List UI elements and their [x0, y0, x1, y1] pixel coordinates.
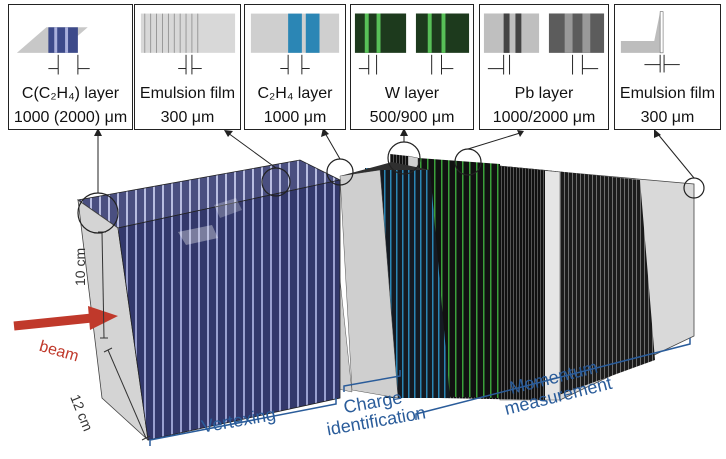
leader-arrowheads [94, 128, 661, 138]
callout-thickness: 300 μm [640, 109, 695, 126]
c2h4-layer-stack [339, 162, 450, 399]
callout-c2h4-layer: C₂H₄ layer 1000 μm [244, 4, 346, 130]
leader-lines [97, 132, 695, 193]
callout-material: W layer [384, 85, 440, 102]
callout-material: Emulsion film [619, 85, 716, 102]
height-dimension-label: 10 cm [72, 247, 88, 286]
callout-material: C₂H₄ layer [257, 85, 333, 102]
callout-thumbnail [351, 5, 473, 83]
callout-thumbnail [245, 5, 345, 83]
callout-material: C(C₂H₄) layer [21, 85, 120, 102]
callout-emulsion-film-end: Emulsion film 300 μm [614, 4, 721, 130]
callout-pb-layer: Pb layer 1000/2000 μm [479, 4, 609, 130]
zoom-circles [77, 141, 705, 234]
callout-thumbnail [615, 5, 720, 83]
callout-thumbnail [9, 5, 132, 83]
beam-arrow [13, 306, 118, 331]
callout-thumbnail [135, 5, 240, 83]
callout-thickness: 300 μm [160, 109, 215, 126]
vertexing-cube [76, 159, 342, 442]
callout-thickness: 500/900 μm [369, 109, 455, 126]
callout-material: Emulsion film [139, 85, 236, 102]
callout-material: Pb layer [514, 85, 574, 102]
callout-thickness: 1000 μm [263, 109, 327, 126]
callout-c-c2h4-layer: C(C₂H₄) layer 1000 (2000) μm [8, 4, 133, 130]
callout-thickness: 1000 (2000) μm [13, 109, 128, 126]
callout-thickness: 1000/2000 μm [492, 109, 596, 126]
callout-thumbnail [480, 5, 608, 83]
callout-w-layer: W layer 500/900 μm [350, 4, 474, 130]
pb-emulsion-stack [440, 160, 695, 401]
section-brackets [149, 338, 691, 446]
callout-emulsion-film: Emulsion film 300 μm [134, 4, 241, 130]
